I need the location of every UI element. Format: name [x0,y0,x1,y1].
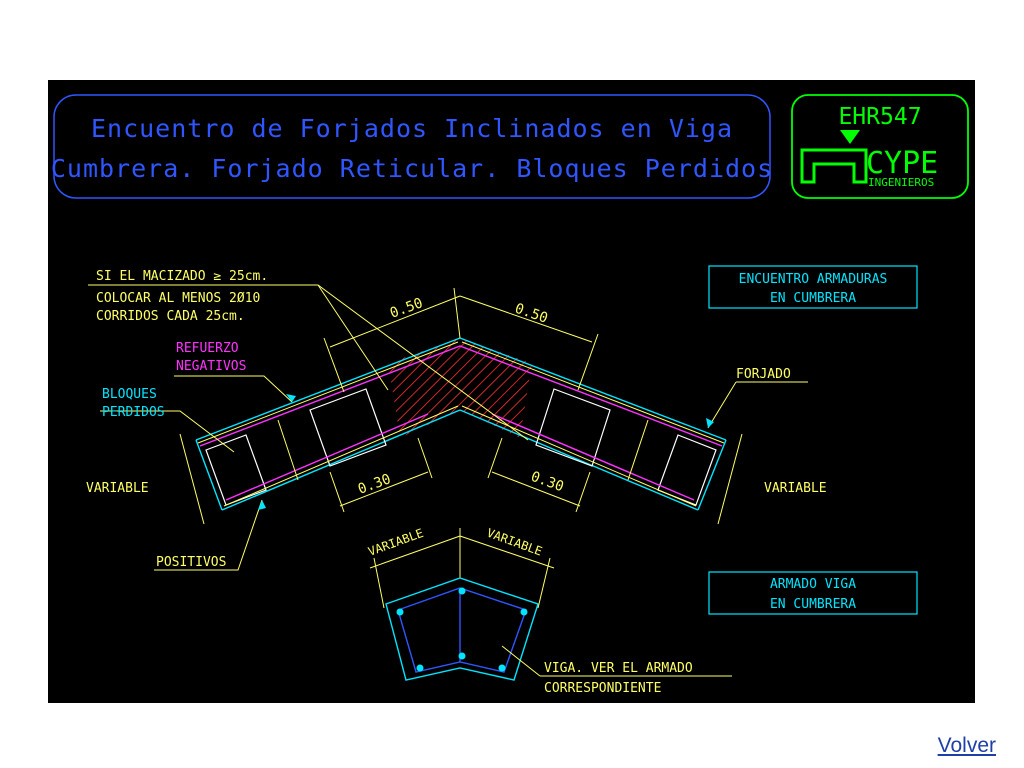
dim-line-top-left [329,295,461,348]
rebar-dot [416,664,424,672]
dim-line-beam-right [459,535,555,569]
dim-top-right: 0.50 [513,301,550,327]
beam-outline [385,577,539,681]
block-left-1 [205,434,267,506]
dim-line-variable-left [179,433,205,525]
note-variable-left: VARIABLE [86,481,149,496]
note-viga: VIGA. VER EL ARMADO CORRESPONDIENTE [544,661,693,696]
dim-line-top-right [459,295,593,343]
cad-drawing: Encuentro de Forjados Inclinados en Viga… [48,80,975,703]
leader-forjado-2 [707,381,737,429]
beam-section [385,577,539,681]
box-encuentro-line-2: EN CUMBRERA [770,291,856,306]
dim-ext [487,437,503,479]
logo-triangle-icon [840,130,860,144]
detail-line [223,405,459,507]
note-forjado: FORJADO [736,367,791,382]
note-macizado-line-3: CORRIDOS CADA 25cm. [96,309,245,324]
rebar-dot [396,608,404,616]
block-right-1 [535,388,611,467]
dim-bottom-left: 0.30 [356,471,393,498]
leader-bloques [100,410,235,453]
note-macizado-line-2: COLOCAR AL MENOS 2Ø10 [96,291,260,306]
note-bloques: BLOQUES PERDIDOS [102,387,165,420]
leader-refuerzo [174,375,293,403]
rebar-dot [520,608,528,616]
title-frame [53,94,771,199]
dim-ext [453,287,461,339]
rebar-dot [498,664,506,672]
logo-structure-icon [800,148,868,184]
note-variable-right: VARIABLE [764,481,827,496]
detail-line [461,341,725,444]
arrow-forjado-icon [706,418,714,428]
dim-line-variable-right [717,433,743,525]
note-refuerzo-line-2: NEGATIVOS [176,359,246,374]
rebar-bottom-right [491,413,695,501]
note-macizado: SI EL MACIZADO ≥ 25cm. COLOCAR AL MENOS … [96,269,268,324]
slab-right-top [459,337,727,441]
box-armado-frame [708,571,918,615]
title-block: Encuentro de Forjados Inclinados en Viga… [51,94,773,199]
dim-line-bottom-right [491,471,581,507]
dim-beam-right: VARIABLE [485,526,544,559]
rebar-dot [458,587,466,595]
dim-ext [537,557,551,609]
rebar-top-negative [199,345,723,447]
box-encuentro-line-1: ENCUENTRO ARMADURAS [739,272,888,287]
dimensions [179,287,743,609]
note-bloques-line-2: PERDIDOS [102,405,165,420]
title-line-1: Encuentro de Forjados Inclinados en Viga [91,114,733,143]
detail-line [197,341,459,444]
slab-right-bottom [459,409,699,511]
back-link[interactable]: Volver [937,734,996,757]
dim-ext [329,471,345,513]
box-armado-line-2: EN CUMBRERA [770,597,856,612]
dim-bottom-right: 0.30 [529,469,566,496]
box-armado-line-1: ARMADO VIGA [770,577,856,592]
note-viga-line-2: CORRESPONDIENTE [544,681,661,696]
slab-right-end [697,439,727,511]
note-macizado-line-1: SI EL MACIZADO ≥ 25cm. [96,269,268,284]
box-encuentro: ENCUENTRO ARMADURAS EN CUMBRERA [708,265,918,309]
block-left-2 [309,388,387,467]
dim-ext [577,333,599,391]
rebar-dot [458,652,466,660]
note-bloques-line-1: BLOQUES [102,387,157,402]
leader-positivos [154,499,263,571]
dim-top-left: 0.50 [388,295,425,322]
rebar-bottom-left [225,413,429,501]
note-positivos: POSITIVOS [156,555,226,570]
dim-ext [323,337,345,393]
note-viga-line-1: VIGA. VER EL ARMADO [544,661,693,676]
slab-section [195,337,727,511]
arrow-positivos-icon [258,500,266,510]
detail-line [461,405,697,507]
logo-sub: INGENIEROS [868,176,934,189]
logo-frame [791,94,969,199]
dim-line-beam-left [369,535,461,569]
slab-left-end [195,439,223,511]
slab-left-bottom [221,409,461,511]
dim-ext [575,471,591,513]
dim-ext [373,557,385,609]
dim-ext [417,437,433,479]
dim-beam-left: VARIABLE [366,526,425,559]
box-armado: ARMADO VIGA EN CUMBRERA [708,571,918,615]
title-line-2: Cumbrera. Forjado Reticular. Bloques Per… [51,154,773,183]
logo-code: EHR547 [838,104,921,130]
detail-line [627,419,649,481]
leader-macizado-2 [317,284,389,391]
block-right-2 [657,434,717,506]
logo-brand: CYPE [866,146,938,181]
leader-viga-2 [501,645,541,677]
detail-line [277,419,299,481]
dim-line-bottom-left [339,471,429,507]
slab-left-top [195,337,461,441]
arrow-refuerzo-icon [286,394,296,402]
box-encuentro-frame [708,265,918,309]
logo-block: EHR547 CYPE INGENIEROS [791,94,969,199]
note-refuerzo-line-1: REFUERZO [176,341,239,356]
note-refuerzo: REFUERZO NEGATIVOS [176,341,246,374]
